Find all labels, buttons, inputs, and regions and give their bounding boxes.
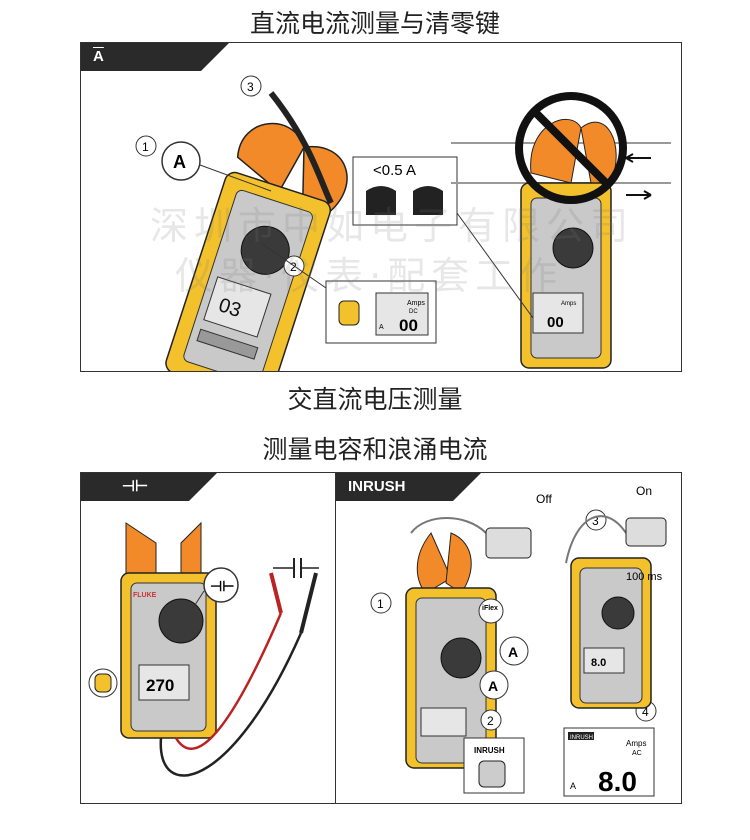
panel-capacitance: ⊣⊢ FLUKE 270 ⊣⊢ [80, 472, 336, 804]
capacitance-value: 270 [146, 676, 174, 695]
svg-text:Amps: Amps [407, 300, 425, 307]
function-button [94, 673, 112, 693]
svg-text:2: 2 [487, 714, 494, 728]
svg-text:1: 1 [142, 140, 149, 154]
lcd [138, 664, 190, 701]
svg-text:4: 4 [642, 705, 649, 719]
inrush-button-label: INRUSH [474, 746, 505, 755]
svg-text:1: 1 [377, 597, 384, 611]
svg-text:Amps: Amps [561, 301, 576, 307]
svg-text:A: A [508, 644, 518, 660]
svg-text:3: 3 [592, 514, 599, 528]
rotary-dial [158, 598, 204, 644]
panel1-illustration: 03 1 A 3 2 Amps DC A 00 [135, 75, 671, 371]
svg-text:2: 2 [290, 260, 297, 274]
svg-text:INRUSH: INRUSH [570, 735, 593, 741]
conductor-cable [268, 91, 334, 205]
capacitor-icon: ⊣⊢ [121, 478, 149, 495]
svg-text:DC: DC [409, 309, 418, 315]
zero-lcd [375, 292, 429, 336]
svg-text:3: 3 [247, 80, 254, 94]
tab-inrush: INRUSH [336, 473, 481, 501]
tab-capacitance: ⊣⊢ [81, 473, 217, 501]
svg-text:A: A [488, 678, 498, 694]
red-lead [174, 612, 283, 750]
arrow-right-icon [626, 190, 652, 200]
title-ac-dc-voltage: 交直流电压测量 [287, 385, 463, 414]
step-1-callout: 1 [135, 135, 157, 157]
svg-text:A: A [173, 152, 186, 172]
dc-amps-dial-callout: A [161, 141, 201, 181]
dc-amps-symbol: A [93, 48, 104, 65]
step-3-callout: 3 [240, 75, 262, 97]
svg-text:AC: AC [632, 750, 642, 757]
svg-text:00: 00 [547, 314, 564, 331]
prohibited-sign-icon [515, 92, 627, 204]
svg-text:A: A [570, 781, 576, 791]
lcd [203, 276, 272, 338]
rotary-dial [440, 637, 482, 679]
title-dc-current: 直流电流测量与清零键 [249, 9, 500, 38]
svg-text:iFlex: iFlex [482, 605, 498, 612]
svg-text:⊣⊢: ⊣⊢ [210, 578, 234, 594]
arrow-left-icon [625, 153, 651, 163]
motor-on-label: On [636, 484, 652, 498]
title-capacitance-inrush: 测量电容和浪涌电流 [262, 435, 488, 464]
threshold-label: <0.5 A [373, 162, 416, 179]
panel3-illustration: Off 1 2 3 4 iFlex A A INRUSH 8.0 On 100 … [370, 484, 667, 797]
motor-off-label: Off [536, 492, 552, 506]
panel-inrush: INRUSH Off 1 2 3 4 iFlex A A INRUSH [335, 472, 682, 804]
motor-off [485, 527, 532, 559]
time-label: 100 ms [626, 571, 663, 583]
panel-dc-current: A 03 1 A 3 2 [80, 42, 682, 372]
svg-text:A: A [379, 324, 384, 331]
svg-text:00: 00 [399, 316, 418, 335]
black-lead [159, 632, 303, 777]
svg-text:Amps: Amps [626, 739, 646, 748]
motor-on [625, 517, 667, 547]
svg-text:FLUKE: FLUKE [133, 592, 157, 599]
tab-dc-amps: A [81, 43, 229, 71]
inrush-value: 8.0 [598, 766, 637, 797]
zero-button [338, 300, 360, 326]
svg-text:8.0: 8.0 [591, 657, 606, 669]
panel2-illustration: FLUKE 270 ⊣⊢ [88, 521, 319, 777]
